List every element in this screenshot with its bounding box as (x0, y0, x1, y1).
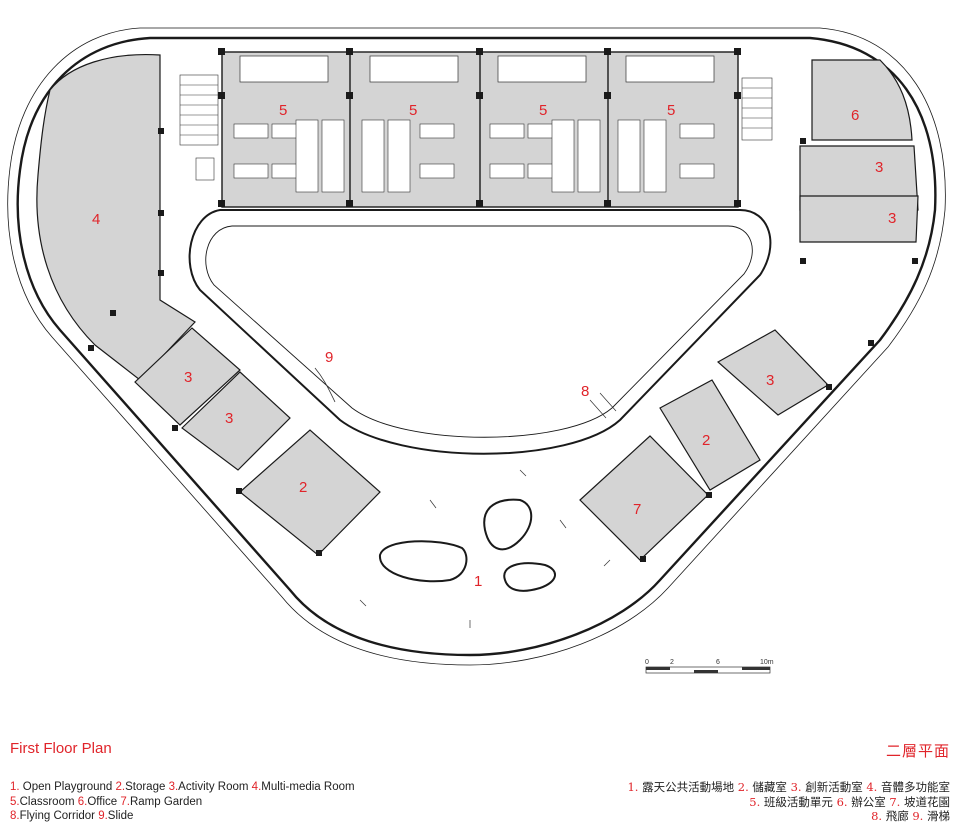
label-classroom: 5 (539, 102, 547, 119)
legend-text: 儲藏室 (748, 780, 791, 794)
label-slide: 9 (325, 349, 333, 366)
legend-num: 8. (10, 810, 20, 822)
playground-dash-marks (359, 469, 611, 628)
legend-text: 滑梯 (923, 809, 950, 823)
room-activity-left-2 (181, 371, 291, 471)
room-storage-left (239, 429, 381, 556)
legend-num: 9. (912, 809, 924, 823)
legend-num: 2. (115, 781, 126, 793)
legend-text: Activity Room (178, 781, 252, 793)
label-classroom: 5 (279, 102, 287, 119)
room-multimedia (36, 53, 196, 381)
scale-tick: 0 (645, 659, 649, 666)
legend-num: 1. (10, 781, 20, 793)
legend-text: 音體多功能室 (877, 780, 950, 794)
label-activity-room: 3 (766, 372, 774, 389)
legend-text: 班級活動單元 (760, 794, 837, 809)
stair-left-top (179, 74, 219, 181)
plan-title-zh: 二層平面 (885, 742, 950, 760)
legend-text: 坡道花園 (900, 794, 950, 809)
corridor-inner-edge (205, 225, 753, 438)
legend-num: 6. (836, 794, 848, 809)
legend-row: 1. Open Playground 2.Storage 3.Activity … (10, 780, 355, 795)
playground-planter-1 (378, 540, 468, 583)
room-office (811, 59, 913, 141)
legend-text: 飛廊 (882, 809, 913, 823)
label-storage-right: 2 (702, 432, 710, 449)
legend-num: 9. (98, 810, 108, 822)
playground-planter-2 (483, 498, 533, 551)
legend-row: 1. 露天公共活動場地 2. 儲藏室 3. 創新活動室 4. 音體多功能室 (627, 780, 950, 795)
scale-bar: 0 2 6 10m (645, 659, 774, 674)
legend-num: 3. (168, 781, 179, 793)
legend-row: 8. 飛廊 9. 滑梯 (627, 809, 950, 824)
legend-row: 5.Classroom 6.Office 7.Ramp Garden (10, 795, 355, 810)
legend-num: 4. (251, 781, 262, 793)
slide-mark (314, 367, 336, 403)
scale-tick: 6 (716, 659, 720, 666)
label-classroom: 5 (667, 102, 675, 119)
flying-corridor-mark (589, 392, 617, 419)
legend-num: 3. (790, 780, 802, 794)
legend-text: Classroom (19, 795, 78, 808)
legend-text: 辦公室 (847, 794, 890, 809)
playground-planter-3 (503, 562, 556, 592)
legend-num: 2. (737, 780, 749, 794)
legend-num: 7. (889, 794, 901, 809)
label-activity-room: 3 (888, 210, 896, 227)
legend-num: 6. (77, 795, 88, 808)
legend-num: 8. (871, 809, 883, 823)
legend-text: Flying Corridor (19, 810, 99, 822)
legend-english: 1. Open Playground 2.Storage 3.Activity … (10, 780, 355, 824)
label-activity-room: 3 (225, 410, 233, 427)
legend-row: 8.Flying Corridor 9.Slide (10, 809, 355, 824)
label-classroom: 5 (409, 102, 417, 119)
floor-plan-drawing: 1 7 9 8 4 6 2 2 3 3 3 3 3 5 5 5 5 0 2 6 … (7, 27, 946, 674)
legend-text: Office (87, 795, 121, 808)
legend-row: 5. 班級活動單元 6. 辦公室 7. 坡道花園 (627, 795, 950, 810)
outer-balcony-line (7, 27, 946, 666)
label-storage-left: 2 (299, 479, 307, 496)
legend-text: Slide (107, 810, 134, 822)
legend-chinese: 1. 露天公共活動場地 2. 儲藏室 3. 創新活動室 4. 音體多功能室 5.… (627, 780, 950, 824)
label-ramp-garden: 7 (633, 501, 641, 518)
label-open-playground: 1 (474, 573, 482, 590)
room-activity-left-1 (134, 327, 241, 426)
legend-text: Storage (125, 781, 169, 793)
room-activity-right-2 (799, 195, 919, 243)
legend-text: Open Playground (19, 781, 116, 793)
label-multimedia-room: 4 (92, 211, 100, 228)
legend-num: 5. (10, 795, 20, 808)
stair-right-top (741, 77, 773, 141)
room-storage-right (659, 379, 761, 491)
legend-text: Ramp Garden (129, 795, 203, 808)
legend-text: Multi-media Room (261, 781, 355, 793)
legend-num: 5. (749, 794, 761, 809)
plan-title-en: First Floor Plan (10, 740, 112, 757)
label-activity-room: 3 (184, 369, 192, 386)
label-office: 6 (851, 107, 859, 124)
classroom-block (221, 51, 739, 208)
room-activity-right-1 (799, 145, 919, 211)
legend-text: 露天公共活動場地 (638, 780, 738, 794)
legend-num: 4. (866, 780, 878, 794)
scale-tick: 10m (760, 659, 774, 666)
label-activity-room: 3 (875, 159, 883, 176)
label-flying-corridor: 8 (581, 383, 589, 400)
scale-tick: 2 (670, 659, 674, 666)
legend-num: 1. (627, 780, 639, 794)
legend-num: 7. (120, 795, 130, 808)
structural-columns (88, 48, 918, 562)
legend-text: 創新活動室 (801, 780, 867, 794)
